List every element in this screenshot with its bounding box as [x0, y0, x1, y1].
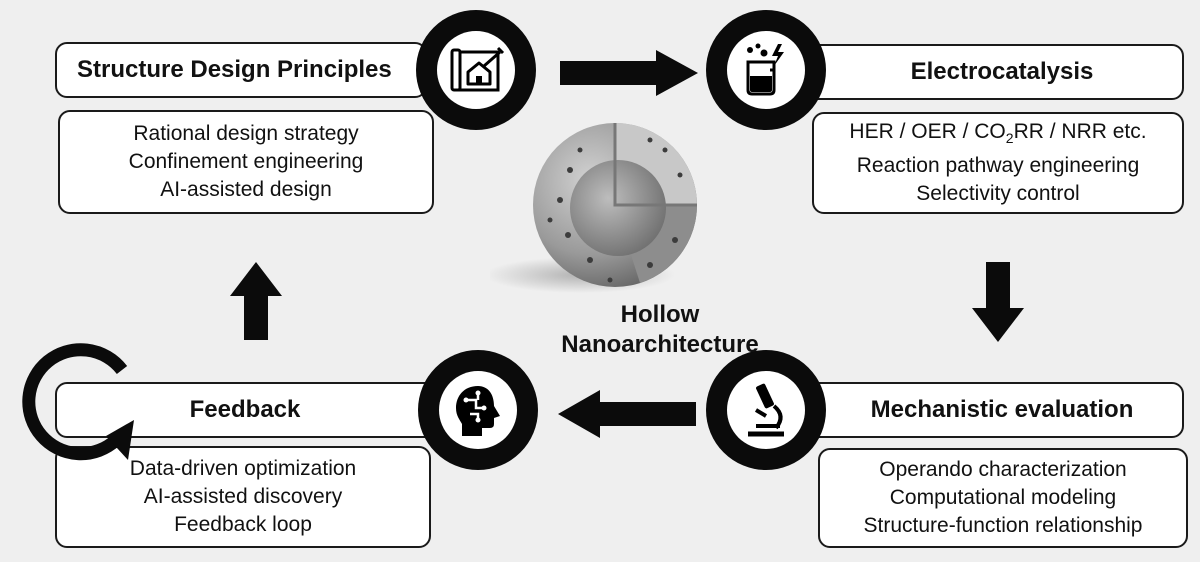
- electro-items-box: HER / OER / CO2RR / NRR etc. Reaction pa…: [812, 112, 1184, 214]
- center-title-line2: Nanoarchitecture: [561, 331, 759, 358]
- mech-icon-ring: [706, 350, 826, 470]
- electro-title: Electrocatalysis: [910, 58, 1094, 85]
- mech-item: Structure-function relationship: [863, 514, 1143, 537]
- center-title-line1: Hollow: [620, 301, 700, 328]
- design-title-box: Structure Design Principles: [55, 42, 427, 98]
- feedback-item: AI-assisted discovery: [143, 485, 343, 508]
- feedback-icon-ring: [418, 350, 538, 470]
- mech-item: Computational modeling: [889, 486, 1117, 509]
- design-items-box: Rational design strategy Confinement eng…: [58, 110, 434, 214]
- electro-icon-ring: [706, 10, 826, 130]
- mech-item: Operando characterization: [879, 458, 1127, 481]
- electro-item: Selectivity control: [916, 182, 1080, 206]
- feedback-item: Data-driven optimization: [129, 457, 357, 480]
- brain-head-icon: [456, 386, 500, 436]
- blueprint-house-icon: [450, 46, 505, 92]
- loop-arrow-icon: [22, 343, 134, 461]
- electro-item-reactions: HER / OER / CO2RR / NRR etc.: [849, 119, 1147, 147]
- feedback-items-box: Data-driven optimization AI-assisted dis…: [55, 446, 431, 548]
- feedback-title: Feedback: [189, 396, 301, 423]
- design-item: AI-assisted design: [160, 178, 332, 201]
- microscope-icon: [748, 383, 784, 437]
- arrow-down: [972, 262, 1024, 342]
- mech-title: Mechanistic evaluation: [870, 396, 1134, 423]
- electro-item: Reaction pathway engineering: [856, 154, 1140, 178]
- design-title: Structure Design Principles: [77, 56, 392, 83]
- arrow-left: [558, 390, 696, 438]
- design-item: Rational design strategy: [133, 122, 359, 145]
- hollow-sphere-illustration: [490, 123, 697, 293]
- beaker-spark-icon: [746, 43, 784, 96]
- design-icon-ring: [416, 10, 536, 130]
- arrow-right: [560, 50, 698, 96]
- mech-items-box: Operando characterization Computational …: [818, 448, 1188, 548]
- design-item: Confinement engineering: [128, 150, 364, 173]
- feedback-item: Feedback loop: [174, 513, 312, 536]
- arrow-up: [230, 262, 282, 340]
